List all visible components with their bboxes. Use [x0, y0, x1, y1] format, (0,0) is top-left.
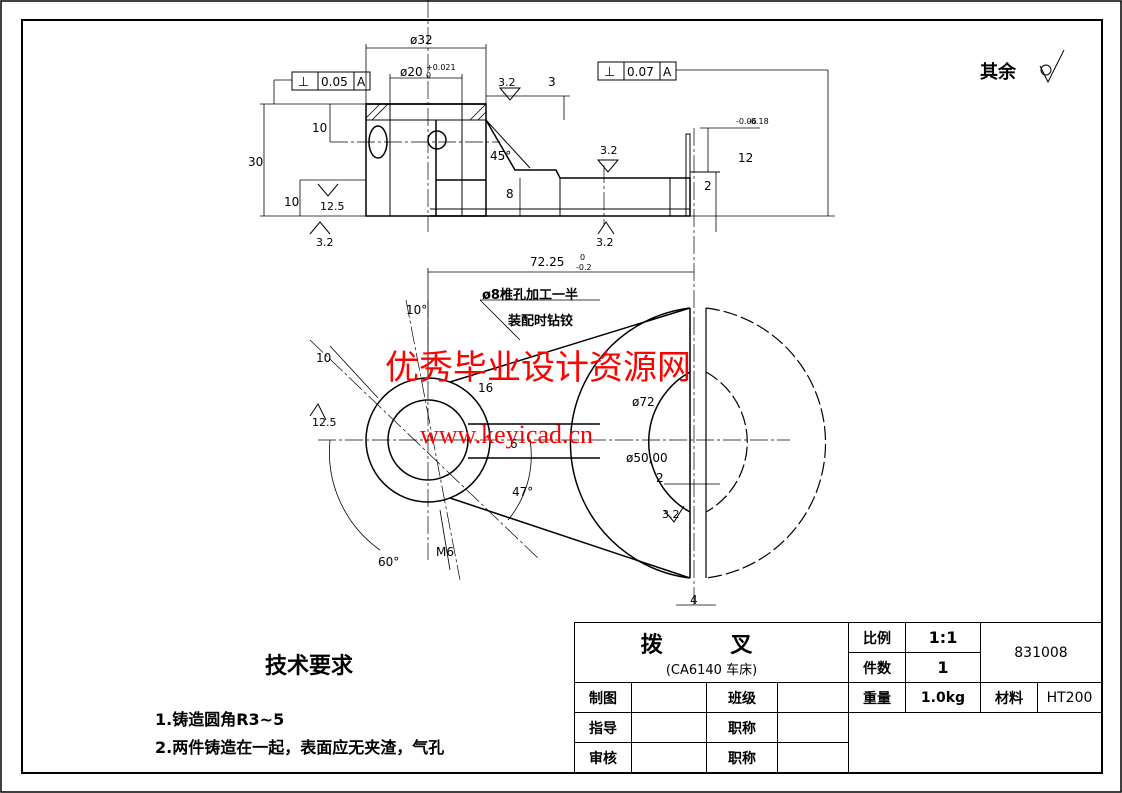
dim-d20-tol: +0.021 [426, 63, 456, 72]
section-view [365, 103, 720, 217]
title-value-1 [777, 712, 849, 743]
scale-value: 1:1 [905, 622, 981, 653]
roughness-symbols [309, 49, 1065, 235]
part-name: 拨 叉 [640, 633, 783, 658]
dim-8: 8 [506, 187, 514, 201]
dim-12-tol-hi: -0.06 [736, 117, 757, 126]
dimension-lines-top [260, 44, 835, 232]
dim-10a: 10 [312, 121, 327, 135]
center-lines-top [330, 0, 695, 605]
part-subtitle: (CA6140 车床) [665, 663, 758, 678]
ra-2: 3.2 [600, 144, 618, 157]
weight-value: 1.0kg [905, 682, 981, 713]
top-labels: ø32 ø20 +0.021 0 3 10 30 10 8 2 12 -0.06… [248, 33, 769, 249]
dim-12: 12 [738, 151, 753, 165]
dim-30: 30 [248, 155, 263, 169]
title-label-2: 职称 [706, 742, 778, 773]
tol1-symbol: ⊥ [298, 75, 309, 90]
review-value [631, 742, 707, 773]
dim-d32: ø32 [410, 33, 433, 47]
watermark-title: 优秀毕业设计资源网 [385, 348, 691, 388]
ra-1: 3.2 [498, 76, 516, 89]
dim-d72: ø72 [632, 395, 655, 409]
dim-10b: 10 [284, 195, 299, 209]
tech-requirements-title: 技术要求 [265, 654, 354, 679]
dim-angle-47: 47° [512, 485, 533, 499]
dim-4: 4 [690, 593, 698, 607]
title-block-empty [848, 712, 1102, 773]
dim-angle-10: 10° [406, 303, 427, 317]
tolerance-frame-1: ⊥ 0.05 A [291, 71, 371, 91]
title-value-2 [777, 742, 849, 773]
ra-6: 12.5 [312, 416, 337, 429]
surface-finish-rest-label: 其余 [980, 62, 1016, 83]
tol2-value: 0.07 [627, 65, 654, 79]
dim-72-tol-hi: 0 [580, 253, 585, 262]
plan-labels: 72.25 0 -0.2 10° 10 16 ø72 ø50,00 2 47° … [312, 253, 698, 607]
material-value: HT200 [1037, 682, 1102, 713]
guide-value [631, 712, 707, 743]
review-label: 审核 [574, 742, 632, 773]
dim-12-tol-lo: -0.18 [748, 117, 769, 126]
plan-roughness [309, 403, 685, 523]
tol2-datum: A [663, 65, 672, 79]
dim-10: 10 [316, 351, 331, 365]
ra-7: 3.2 [662, 508, 680, 521]
dim-3: 3 [548, 75, 556, 89]
tech-requirement-1: 1.铸造圆角R3~5 [155, 710, 285, 729]
inner-border [21, 19, 1103, 774]
dim-2-top: 2 [704, 179, 712, 193]
qty-value: 1 [905, 652, 981, 683]
dim-d50: ø50,00 [626, 451, 668, 465]
dim-m6: M6 [436, 545, 454, 559]
draw-value [631, 682, 707, 713]
tolerance-frame-2: ⊥ 0.07 A [597, 61, 677, 81]
ra-3: 12.5 [320, 200, 345, 213]
dim-angle-60: 60° [378, 555, 399, 569]
note-line-1: ø8椎孔加工一半 [482, 288, 578, 303]
title-label-1: 职称 [706, 712, 778, 743]
ra-4: 3.2 [316, 236, 334, 249]
tol1-value: 0.05 [321, 75, 348, 89]
dim-d20-tol-low: 0 [426, 71, 431, 80]
dim-16: 16 [478, 381, 493, 395]
dim-d20: ø20 [400, 65, 423, 79]
draw-label: 制图 [574, 682, 632, 713]
dim-72-tol-lo: -0.2 [576, 263, 592, 272]
tech-requirement-2: 2.两件铸造在一起，表面应无夹渣，气孔 [155, 738, 445, 757]
note-line-2: 装配时钻铰 [508, 314, 574, 329]
tol1-datum: A [357, 75, 366, 89]
dim-6: 6 [510, 437, 518, 451]
class-label: 班级 [706, 682, 778, 713]
class-value [777, 682, 849, 713]
scale-label: 比例 [848, 622, 906, 653]
tol2-symbol: ⊥ [604, 65, 615, 80]
weight-label: 重量 [848, 682, 906, 713]
title-block-name-cell: 拨 叉 (CA6140 车床) [574, 622, 849, 683]
plan-dimension-lines [329, 268, 720, 606]
guide-label: 指导 [574, 712, 632, 743]
watermark-url: www.keyicad.cn [420, 420, 594, 449]
title-block: 拨 叉 (CA6140 车床) 比例 1:1 831008 件数 1 制图 班级… [574, 622, 1102, 773]
ra-5: 3.2 [596, 236, 614, 249]
drawing-number: 831008 [980, 622, 1102, 683]
dim-2-bottom: 2 [656, 471, 664, 485]
dim-45: 45° [490, 149, 511, 163]
dim-72-25: 72.25 [530, 255, 564, 269]
material-label: 材料 [980, 682, 1038, 713]
qty-label: 件数 [848, 652, 906, 683]
plan-view-hidden [705, 307, 827, 579]
